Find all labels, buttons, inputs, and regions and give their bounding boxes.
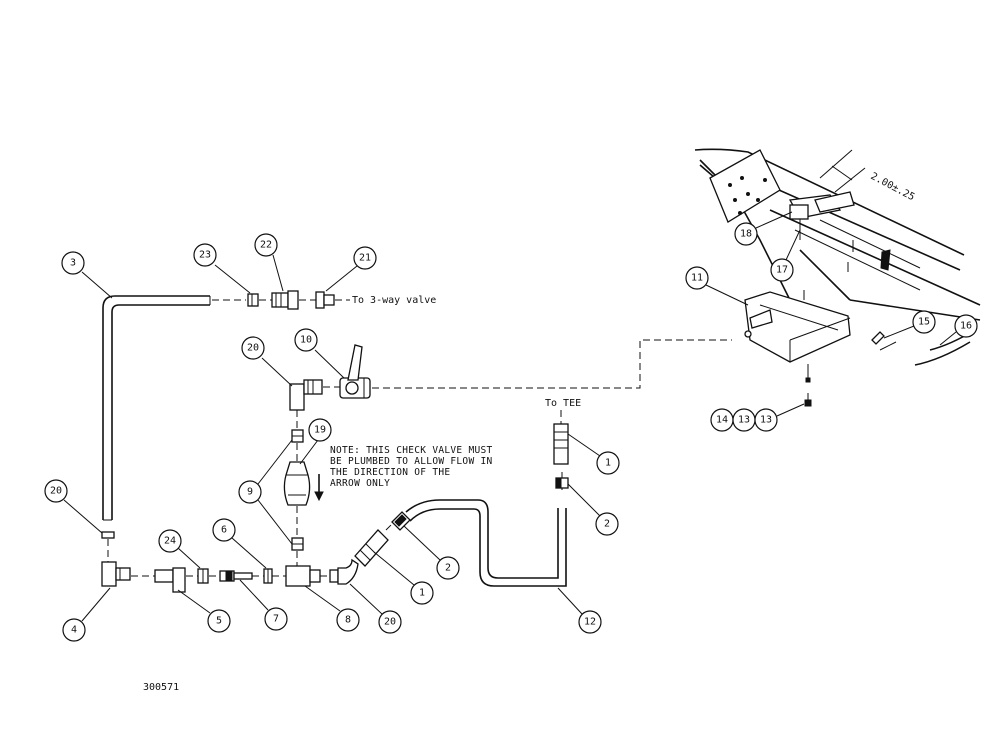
fitting-20-elbow [289, 379, 323, 411]
callout-16: 16 [939, 314, 978, 346]
svg-text:20: 20 [384, 617, 396, 628]
callout-19: 19 [299, 418, 332, 465]
note-line-3: THE DIRECTION OF THE [330, 467, 450, 478]
svg-text:2: 2 [604, 519, 610, 530]
frame-assembly [694, 148, 981, 321]
svg-text:5: 5 [216, 616, 222, 627]
hose-12 [405, 499, 567, 587]
svg-text:12: 12 [584, 617, 596, 628]
svg-text:6: 6 [221, 525, 227, 536]
callout-13-second: 13 [754, 403, 805, 432]
elbow-4 [101, 561, 131, 587]
svg-text:4: 4 [71, 625, 77, 636]
svg-text:17: 17 [776, 265, 788, 276]
svg-text:13: 13 [738, 415, 750, 426]
fitting-23 [247, 293, 259, 307]
callout-14: 14 [710, 408, 734, 432]
valve-10 [339, 344, 371, 399]
drawing-number: 300571 [143, 682, 179, 693]
note-block: NOTE: THIS CHECK VALVE MUST BE PLUMBED T… [330, 445, 493, 489]
callout-22: 22 [254, 233, 284, 292]
svg-text:13: 13 [760, 415, 772, 426]
to-3-way-valve-label: To 3-way valve [352, 295, 436, 306]
svg-text:1: 1 [605, 458, 611, 469]
callout-8: 8 [304, 585, 360, 632]
fitting-2a [391, 511, 411, 531]
callout-6: 6 [212, 518, 267, 569]
callout-20-upper: 20 [241, 336, 293, 387]
callout-13-first: 13 [732, 408, 756, 432]
callout-1-right: 1 [567, 433, 620, 475]
callout-20-bottom: 20 [349, 583, 402, 634]
svg-text:9: 9 [247, 487, 253, 498]
svg-text:2: 2 [445, 563, 451, 574]
callout-2-lower: 2 [403, 525, 460, 580]
note-line-2: BE PLUMBED TO ALLOW FLOW IN [330, 456, 493, 467]
svg-text:8: 8 [345, 615, 351, 626]
svg-text:11: 11 [691, 273, 703, 284]
callout-7: 7 [239, 579, 288, 631]
elbow-5 [154, 567, 186, 593]
callout-11: 11 [685, 266, 749, 306]
callout-4: 4 [62, 587, 111, 642]
fitting-20-lower [101, 531, 115, 539]
note-line-1: NOTE: THIS CHECK VALVE MUST [330, 445, 493, 456]
fitting-6 [263, 568, 273, 584]
svg-text:10: 10 [300, 335, 312, 346]
callout-12: 12 [557, 587, 602, 634]
callout-5: 5 [177, 589, 231, 633]
tray-11 [744, 290, 976, 407]
hose-3 [102, 295, 246, 521]
svg-text:20: 20 [247, 343, 259, 354]
tee-8 [285, 565, 321, 587]
callout-20-left: 20 [44, 479, 103, 534]
fitting-21 [315, 291, 335, 309]
fitting-2b [555, 477, 569, 489]
callout-1-lower: 1 [373, 551, 434, 605]
barb-fitting-1b [553, 423, 569, 465]
svg-text:24: 24 [164, 536, 176, 547]
svg-text:23: 23 [199, 250, 211, 261]
svg-text:19: 19 [314, 425, 326, 436]
svg-text:3: 3 [70, 258, 76, 269]
svg-text:22: 22 [260, 240, 272, 251]
callout-23: 23 [193, 243, 251, 294]
fitting-20-bottom [329, 558, 359, 585]
callout-10: 10 [294, 328, 345, 379]
callout-15: 15 [883, 310, 936, 339]
nipple-fitting-lower [291, 537, 304, 551]
fitting-24 [197, 568, 209, 584]
callout-17: 17 [770, 229, 801, 282]
svg-text:18: 18 [740, 229, 752, 240]
callout-9: 9 [238, 439, 293, 545]
svg-text:21: 21 [359, 253, 371, 264]
svg-text:7: 7 [273, 614, 279, 625]
callout-21: 21 [325, 246, 377, 292]
callout-3: 3 [61, 251, 113, 299]
flow-arrow [314, 474, 324, 502]
fitting-7 [219, 570, 253, 582]
dimension-label: 2.00±.25 [869, 171, 917, 203]
check-valve-19 [283, 461, 311, 506]
svg-text:14: 14 [716, 415, 728, 426]
barb-fitting-1a [354, 529, 389, 567]
svg-text:15: 15 [918, 317, 930, 328]
callout-18: 18 [734, 211, 793, 246]
note-line-4: ARROW ONLY [330, 478, 390, 489]
fitting-22 [271, 290, 299, 310]
callout-24: 24 [158, 529, 201, 569]
to-tee-label: To TEE [545, 398, 581, 409]
callout-2-right: 2 [567, 483, 619, 536]
nipple-fitting [291, 429, 304, 443]
svg-text:16: 16 [960, 321, 972, 332]
svg-text:20: 20 [50, 486, 62, 497]
svg-text:1: 1 [419, 588, 425, 599]
